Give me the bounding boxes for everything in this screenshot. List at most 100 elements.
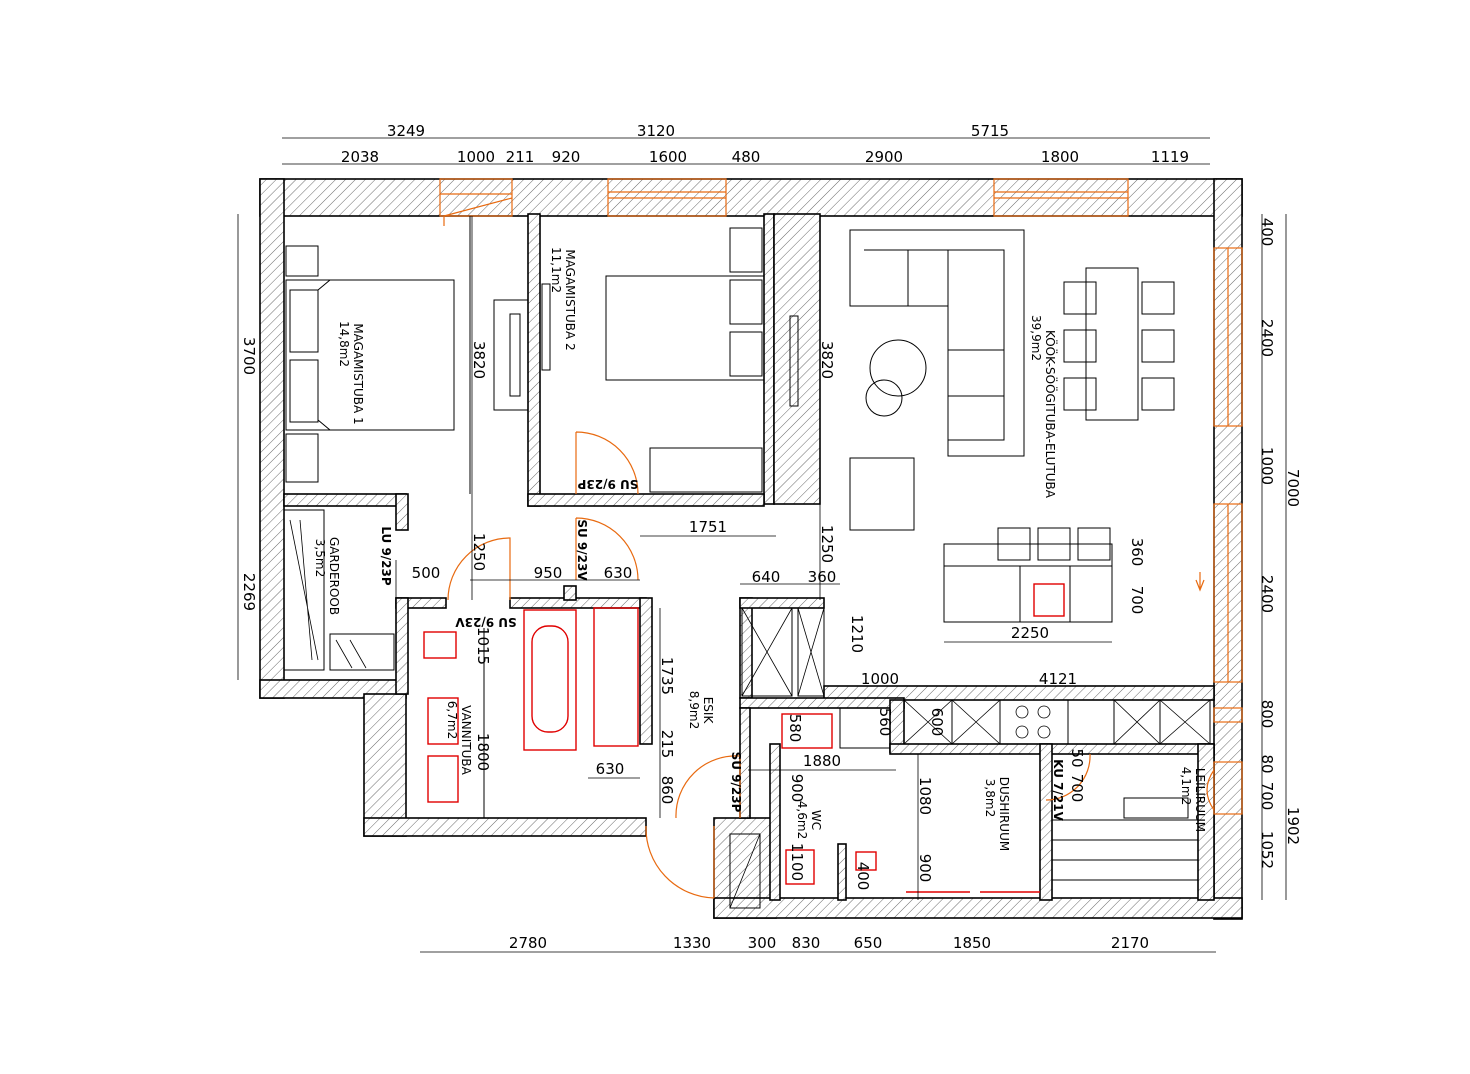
door-labels: SU 9/23P SU 9/23V LU 9/23P SU 9/23V SU 9…	[379, 477, 1065, 822]
dim-bottom-5: 650	[854, 934, 883, 952]
furniture-garderoob	[283, 509, 395, 671]
dim-1800: 1800	[474, 733, 492, 771]
dim-right-7: 700	[1258, 782, 1276, 811]
dim-1000: 1000	[861, 670, 899, 688]
furniture-bedroom-1	[285, 216, 529, 494]
furniture-living	[849, 229, 1175, 623]
dim-right-6: 80	[1258, 754, 1276, 773]
windows	[439, 178, 1243, 815]
room-wc: WC 4,6m2	[795, 801, 823, 839]
dim-bottom-6: 1850	[953, 934, 991, 952]
dim-top-inner-7: 2900	[865, 148, 903, 166]
dim-600: 600	[928, 708, 946, 737]
furniture-bathroom	[423, 607, 639, 818]
dim-4121: 4121	[1039, 670, 1077, 688]
dim-left-1: 3700	[240, 337, 258, 375]
door-label-2: SU 9/23V	[575, 519, 589, 581]
room-vannituba: VANNITUBA 6,7m2	[445, 701, 473, 776]
dim-top-outer-3: 5715	[971, 122, 1009, 140]
dims-right: 400 2400 1000 2400 800 80 700 1052 7000 …	[1258, 218, 1302, 869]
room-area: 3,8m2	[983, 779, 997, 817]
furniture-esik	[729, 607, 825, 909]
furniture-wc-dush	[781, 707, 1199, 899]
furniture-kitchen	[903, 699, 1211, 745]
dim-900-a: 900	[788, 774, 806, 803]
dim-1080: 1080	[916, 777, 934, 815]
room-garderoob: GARDEROOB 3,5m2	[313, 537, 341, 615]
dims-bottom: 2780 1330 300 830 650 1850 2170	[509, 934, 1149, 952]
dim-580: 580	[786, 714, 804, 743]
dim-360-a: 360	[808, 568, 837, 586]
room-name: MAGAMISTUBA 2	[563, 249, 577, 350]
room-esik: ESIK 8,9m2	[687, 691, 715, 729]
dim-top-inner-1: 2038	[341, 148, 379, 166]
dim-1880: 1880	[803, 752, 841, 770]
room-dushiruum: DUSHIRUUM 3,8m2	[983, 777, 1011, 851]
room-name: DUSHIRUUM	[997, 777, 1011, 851]
room-area: 6,7m2	[445, 701, 459, 739]
interior-walls	[283, 213, 1215, 901]
dim-400: 400	[854, 862, 872, 891]
dim-top-inner-4: 920	[552, 148, 581, 166]
dim-top-inner-5: 1600	[649, 148, 687, 166]
dim-700-b: 700	[1068, 774, 1086, 803]
door-label-6: KU 7/21V	[1051, 759, 1065, 821]
dims-top-inner: 2038 1000 211 920 1600 480 2900 1800 111…	[341, 148, 1189, 166]
dim-3820-a: 3820	[470, 341, 488, 379]
dim-right-4: 2400	[1258, 575, 1276, 613]
dim-50: 50	[1068, 748, 1086, 767]
dim-700-a: 700	[1128, 586, 1146, 615]
room-name: KÖÖK-SÖÖGITUBA-ELUTUBA	[1043, 330, 1059, 499]
dim-top-outer-1: 3249	[387, 122, 425, 140]
dim-1015: 1015	[474, 627, 492, 665]
dim-1751: 1751	[689, 518, 727, 536]
dim-860: 860	[658, 776, 676, 805]
dim-top-outer-2: 3120	[637, 122, 675, 140]
dim-right-total: 7000	[1284, 469, 1302, 507]
room-magamistuba-1: MAGAMISTUBA 1 14,8m2	[337, 321, 365, 425]
room-area: 14,8m2	[337, 321, 351, 367]
furniture-bedroom-2	[541, 227, 799, 493]
room-name: GARDEROOB	[327, 537, 341, 615]
room-name: WC	[809, 810, 823, 830]
dim-1210: 1210	[848, 615, 866, 653]
room-name: MAGAMISTUBA 1	[351, 323, 365, 424]
dim-right-5: 800	[1258, 700, 1276, 729]
dim-3820-b: 3820	[818, 341, 836, 379]
dim-top-inner-8: 1800	[1041, 148, 1079, 166]
room-name: VANNITUBA	[459, 705, 473, 775]
room-area: 4,1m2	[1179, 767, 1193, 805]
dim-500: 500	[412, 564, 441, 582]
dims-interior: 3820 3820 1250 1250 1751 500 950 630 640…	[412, 341, 1146, 890]
dim-1250-b: 1250	[818, 525, 836, 563]
dim-2250: 2250	[1011, 624, 1049, 642]
exterior-walls	[259, 178, 1243, 920]
room-area: 3,5m2	[313, 539, 327, 577]
dim-640: 640	[752, 568, 781, 586]
dim-top-inner-9: 1119	[1151, 148, 1189, 166]
dim-900-b: 900	[916, 854, 934, 883]
door-label-1: SU 9/23P	[577, 477, 638, 491]
dim-right-2: 2400	[1258, 319, 1276, 357]
dim-360-b: 360	[1128, 538, 1146, 567]
room-area: 11,1m2	[549, 247, 563, 293]
door-swings	[395, 431, 1091, 899]
room-labels: MAGAMISTUBA 1 14,8m2 MAGAMISTUBA 2 11,1m…	[313, 247, 1207, 851]
dim-left-2: 2269	[240, 573, 258, 611]
dim-top-inner-2: 1000	[457, 148, 495, 166]
door-label-4: SU 9/23V	[455, 615, 517, 629]
room-leiliruum: LEILIRUUM 4,1m2	[1179, 767, 1207, 832]
door-label-3: LU 9/23P	[379, 526, 393, 586]
dim-right-8: 1052	[1258, 831, 1276, 869]
dim-right-3: 1000	[1258, 447, 1276, 485]
dim-630-b: 630	[596, 760, 625, 778]
dim-bottom-4: 830	[792, 934, 821, 952]
dim-1735: 1735	[658, 657, 676, 695]
dimension-lines	[237, 137, 1287, 953]
room-magamistuba-2: MAGAMISTUBA 2 11,1m2	[549, 247, 577, 351]
dim-950: 950	[534, 564, 563, 582]
room-kook-elutuba: KÖÖK-SÖÖGITUBA-ELUTUBA 39,9m2	[1029, 315, 1059, 499]
dim-right-1: 400	[1258, 218, 1276, 247]
room-name: ESIK	[701, 697, 715, 725]
